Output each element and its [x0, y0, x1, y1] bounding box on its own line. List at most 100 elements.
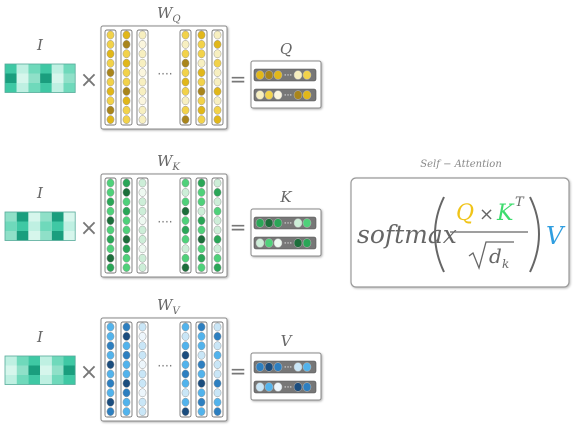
input-cell [51, 83, 64, 93]
weight-cell [138, 341, 147, 351]
weight-cell [122, 77, 131, 87]
input-cell [63, 365, 76, 375]
weight-cell [138, 77, 147, 87]
weight-cell [197, 341, 206, 351]
weight-cell [181, 332, 190, 341]
input-cell [63, 64, 76, 74]
formula-v: V [546, 222, 566, 250]
weight-cell [138, 322, 147, 332]
input-embedding-strip [4, 63, 76, 93]
equals-symbol: = [230, 67, 247, 91]
weight-cell [213, 360, 222, 369]
weight-cell [138, 244, 147, 254]
weight-cell [197, 49, 206, 59]
weight-cell [181, 115, 190, 124]
output-label: K [279, 188, 292, 206]
weight-cell [106, 197, 115, 207]
weight-cell [122, 206, 131, 216]
input-strip-border [4, 211, 76, 241]
input-cell [40, 356, 52, 366]
input-cell [40, 64, 52, 74]
weight-cell [138, 197, 147, 207]
weight-cell [138, 350, 147, 360]
sqrt-sign [468, 241, 514, 271]
output-cell [255, 382, 265, 392]
weight-cell [122, 96, 131, 106]
weight-cell [106, 96, 115, 106]
weight-cell [197, 235, 206, 244]
weight-cell [106, 379, 115, 388]
weight-cell [197, 332, 206, 341]
weight-cell [213, 341, 222, 351]
ellipsis: ···· [157, 359, 172, 373]
weight-cell [122, 253, 131, 263]
weight-cell [197, 197, 206, 207]
weight-cell [122, 178, 131, 188]
output-cell [293, 70, 303, 80]
weight-cell [138, 105, 147, 115]
output-cell [255, 218, 265, 228]
weight-cell [213, 105, 222, 115]
weight-cell [181, 105, 190, 115]
weight-cell [213, 206, 222, 216]
output-cell [302, 70, 312, 80]
weight-cell [213, 188, 222, 197]
weight-cell [213, 407, 222, 416]
weight-cell [122, 115, 131, 124]
weight-cell [138, 253, 147, 263]
input-cell [63, 356, 76, 366]
output-cell [273, 70, 283, 80]
ellipsis: ···· [157, 67, 172, 81]
input-cell [28, 64, 41, 74]
weight-cell [122, 40, 131, 49]
input-cell [16, 231, 29, 241]
formula-q: Q [456, 201, 474, 226]
formula-d-subscript: k [502, 257, 509, 271]
output-ellipsis: ··· [284, 91, 293, 101]
weight-cell [197, 350, 206, 360]
multiply-symbol: × [80, 360, 98, 385]
input-cell [63, 375, 76, 385]
input-cell [51, 212, 64, 222]
weight-cell [138, 58, 147, 68]
weight-cell [181, 369, 190, 379]
output-cell [293, 218, 303, 228]
input-cell [28, 231, 41, 241]
output-cell [264, 238, 274, 248]
weight-cell [213, 332, 222, 341]
weight-cell [122, 188, 131, 197]
weight-cell [181, 225, 190, 235]
weight-cell [213, 30, 222, 40]
weight-cell [213, 388, 222, 398]
weight-cell [106, 206, 115, 216]
weight-cell [181, 206, 190, 216]
weight-cell [181, 40, 190, 49]
output-cell [273, 90, 283, 100]
input-cell [5, 231, 17, 241]
weight-cell [197, 216, 206, 225]
weight-cell [213, 225, 222, 235]
output-cell [302, 382, 312, 392]
output-row: ··· [253, 88, 317, 102]
weight-cell [197, 397, 206, 407]
weight-column [195, 177, 208, 274]
weight-cell [122, 379, 131, 388]
weight-cell [181, 235, 190, 244]
weight-cell [213, 369, 222, 379]
output-row: ··· [253, 216, 317, 230]
input-cell [16, 212, 29, 222]
output-cell [293, 382, 303, 392]
weight-cell [122, 58, 131, 68]
input-cell [63, 212, 76, 222]
weight-cell [138, 216, 147, 225]
weight-cell [106, 49, 115, 59]
weight-cell [213, 322, 222, 332]
weight-cell [197, 388, 206, 398]
weight-cell [138, 87, 147, 96]
weight-label: WQ [157, 4, 181, 25]
input-cell [51, 73, 64, 83]
input-embedding-strip [4, 211, 76, 241]
output-cell [264, 382, 274, 392]
weight-cell [197, 115, 206, 124]
weight-cell [197, 96, 206, 106]
